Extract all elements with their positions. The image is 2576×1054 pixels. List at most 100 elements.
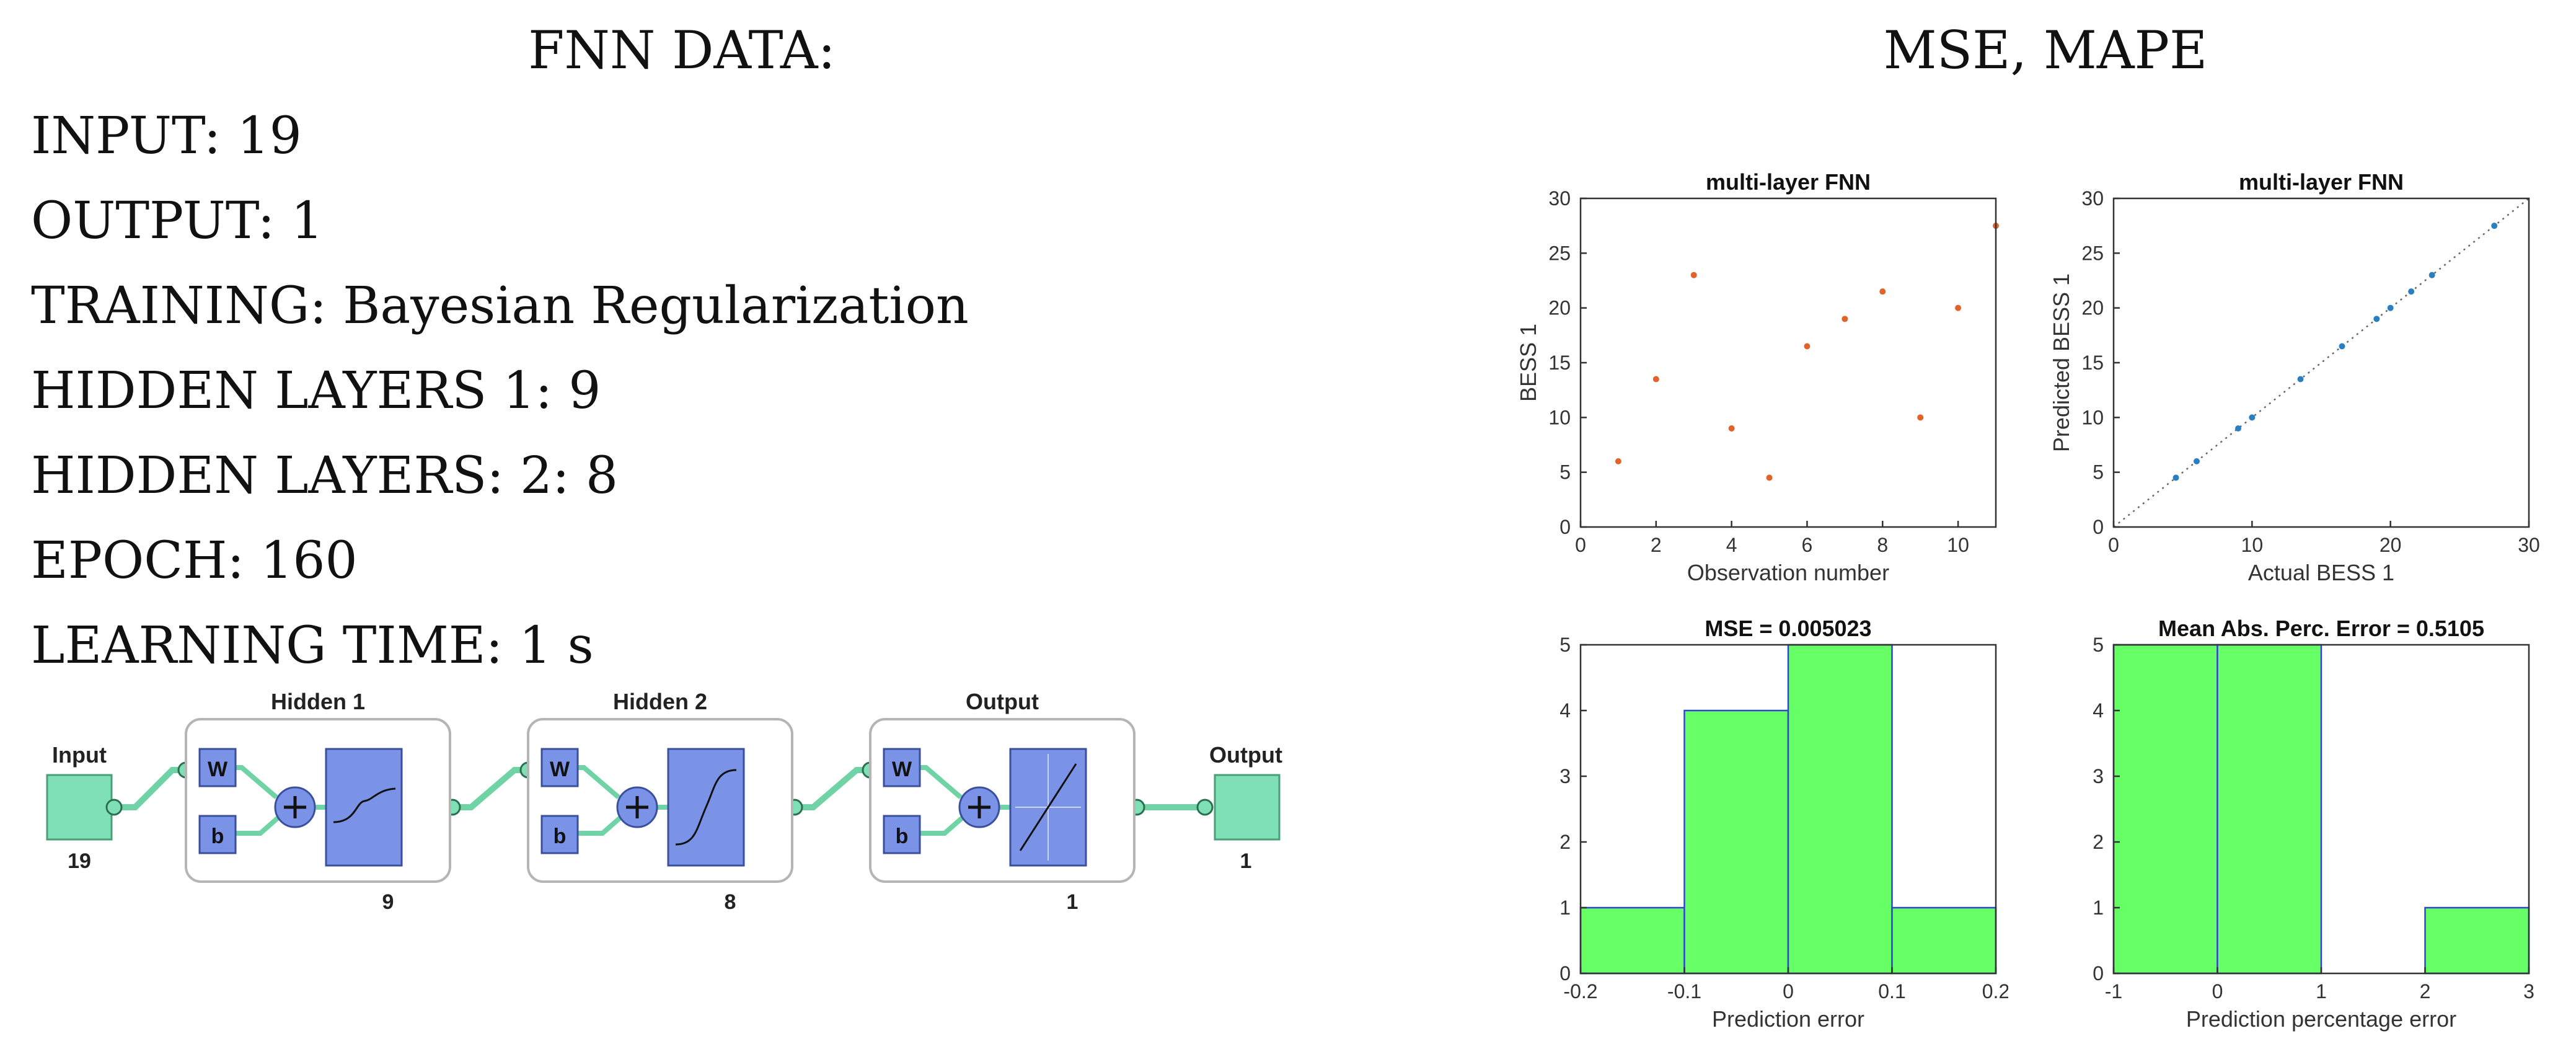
data-point xyxy=(2373,316,2380,322)
data-point xyxy=(2428,272,2435,278)
transfer-box-1 xyxy=(325,748,403,867)
x-tick-label: -0.1 xyxy=(1667,980,1701,1003)
spec-hidden-layer-2: HIDDEN LAYERS: 2: 8 xyxy=(31,446,619,505)
y-axis-label: BESS 1 xyxy=(1515,324,1541,402)
x-tick-label: 0.1 xyxy=(1878,980,1905,1003)
fnn-data-heading: FNN DATA: xyxy=(528,20,836,81)
x-tick-label: 0.2 xyxy=(1982,980,2008,1003)
y-tick-label: 20 xyxy=(2081,297,2104,319)
x-tick-label: 1 xyxy=(2316,980,2327,1003)
output-label: Output xyxy=(1209,742,1282,768)
bias-box-2 xyxy=(540,815,579,854)
y-tick-label: 3 xyxy=(1559,765,1571,787)
x-tick-label: 3 xyxy=(2523,980,2534,1003)
y-tick-label: 1 xyxy=(2093,897,2104,919)
y-tick-label: 4 xyxy=(1559,699,1571,722)
layer-hidden-2-size: 8 xyxy=(725,890,736,914)
y-tick-label: 0 xyxy=(1559,516,1571,538)
y-tick-label: 0 xyxy=(2093,516,2104,538)
histogram-bar xyxy=(1787,644,1893,975)
data-point xyxy=(1652,376,1659,383)
x-axis-label: Prediction percentage error xyxy=(2186,1006,2456,1032)
x-axis-label: Prediction error xyxy=(1712,1006,1864,1032)
connection-hidden2-output xyxy=(792,767,870,810)
layer-output: Output W b 1 xyxy=(869,689,1136,914)
data-point xyxy=(1690,272,1697,278)
data-point xyxy=(1917,414,1924,421)
x-tick-label: 0 xyxy=(2108,534,2119,556)
x-tick-label: 10 xyxy=(2241,534,2264,556)
spec-learning-time: LEARNING TIME: 1 s xyxy=(31,616,594,675)
y-tick-label: 15 xyxy=(1548,352,1571,374)
y-tick-label: 10 xyxy=(1548,406,1571,428)
x-tick-label: 2 xyxy=(1651,534,1662,556)
spec-input: INPUT: 19 xyxy=(31,107,302,166)
data-point xyxy=(2297,376,2304,383)
histogram-bar xyxy=(2217,644,2322,975)
weight-box-1 xyxy=(198,748,237,787)
x-tick-label: 10 xyxy=(1947,534,1969,556)
output-size: 1 xyxy=(1240,849,1252,873)
x-tick-label: 8 xyxy=(1877,534,1888,556)
x-tick-label: -0.2 xyxy=(1563,980,1597,1003)
bias-box-3 xyxy=(883,815,921,854)
linear-line-icon xyxy=(1019,763,1077,851)
weight-box-2 xyxy=(540,748,579,787)
y-tick-label: 4 xyxy=(2093,699,2104,722)
data-point xyxy=(2387,304,2394,311)
histogram-bar xyxy=(2424,906,2530,975)
spec-training: TRAINING: Bayesian Regularization xyxy=(31,277,969,335)
weight-symbol-3: W xyxy=(892,758,912,781)
layer-output-size: 1 xyxy=(1067,890,1078,914)
sigmoid-curve-1-icon xyxy=(333,787,396,823)
data-point xyxy=(1804,343,1811,350)
y-tick-label: 5 xyxy=(1559,461,1571,484)
x-tick-label: 6 xyxy=(1802,534,1813,556)
data-point xyxy=(2491,223,2498,229)
output-block xyxy=(1214,774,1281,841)
y-tick-label: 5 xyxy=(1559,634,1571,656)
data-point xyxy=(2172,474,2179,481)
histogram-bar xyxy=(1579,906,1685,975)
x-tick-label: 0 xyxy=(2212,980,2223,1003)
layer-hidden-1: Hidden 1 W b 9 xyxy=(185,689,451,914)
data-point xyxy=(2408,288,2415,295)
x-axis-label: Actual BESS 1 xyxy=(2248,560,2394,585)
layer-hidden-2: Hidden 2 W b 8 xyxy=(527,689,793,914)
layer-hidden-2-name: Hidden 2 xyxy=(613,689,707,714)
x-tick-label: 0 xyxy=(1783,980,1794,1003)
y-tick-label: 5 xyxy=(2093,461,2104,484)
bias-box-1 xyxy=(198,815,237,854)
bias-symbol-2: b xyxy=(554,825,567,848)
x-tick-label: 0 xyxy=(1575,534,1586,556)
y-tick-label: 15 xyxy=(2081,352,2104,374)
data-point xyxy=(2339,343,2345,350)
y-tick-label: 10 xyxy=(2081,406,2104,428)
input-block xyxy=(46,774,113,841)
data-point xyxy=(1615,458,1621,464)
data-point xyxy=(1842,316,1848,322)
y-tick-label: 0 xyxy=(1559,962,1571,985)
x-axis-label: Observation number xyxy=(1687,560,1889,585)
x-tick-label: 20 xyxy=(2380,534,2402,556)
data-point xyxy=(1766,474,1773,481)
x-tick-label: 2 xyxy=(2420,980,2431,1003)
fnn-spec-list: INPUT: 19 OUTPUT: 1 TRAINING: Bayesian R… xyxy=(31,105,969,700)
chart-title: multi-layer FNN xyxy=(2239,169,2404,195)
data-point xyxy=(1728,425,1735,432)
layer-output-name: Output xyxy=(966,689,1039,714)
y-tick-label: 30 xyxy=(1548,187,1571,210)
network-architecture-diagram: Input 1 9 Output 1 Hidden 1 W b 9 xyxy=(46,689,1282,914)
layer-output-frame xyxy=(869,718,1136,883)
layer-hidden-1-size: 9 xyxy=(382,890,394,914)
sigmoid-curve-2-icon xyxy=(675,769,737,846)
data-point xyxy=(2235,425,2241,432)
y-tick-label: 30 xyxy=(2081,187,2104,210)
data-point xyxy=(2194,458,2200,464)
identity-line xyxy=(2113,198,2530,528)
input-label: Input xyxy=(52,742,107,768)
mse-mape-heading: MSE, MAPE xyxy=(1883,20,2208,81)
